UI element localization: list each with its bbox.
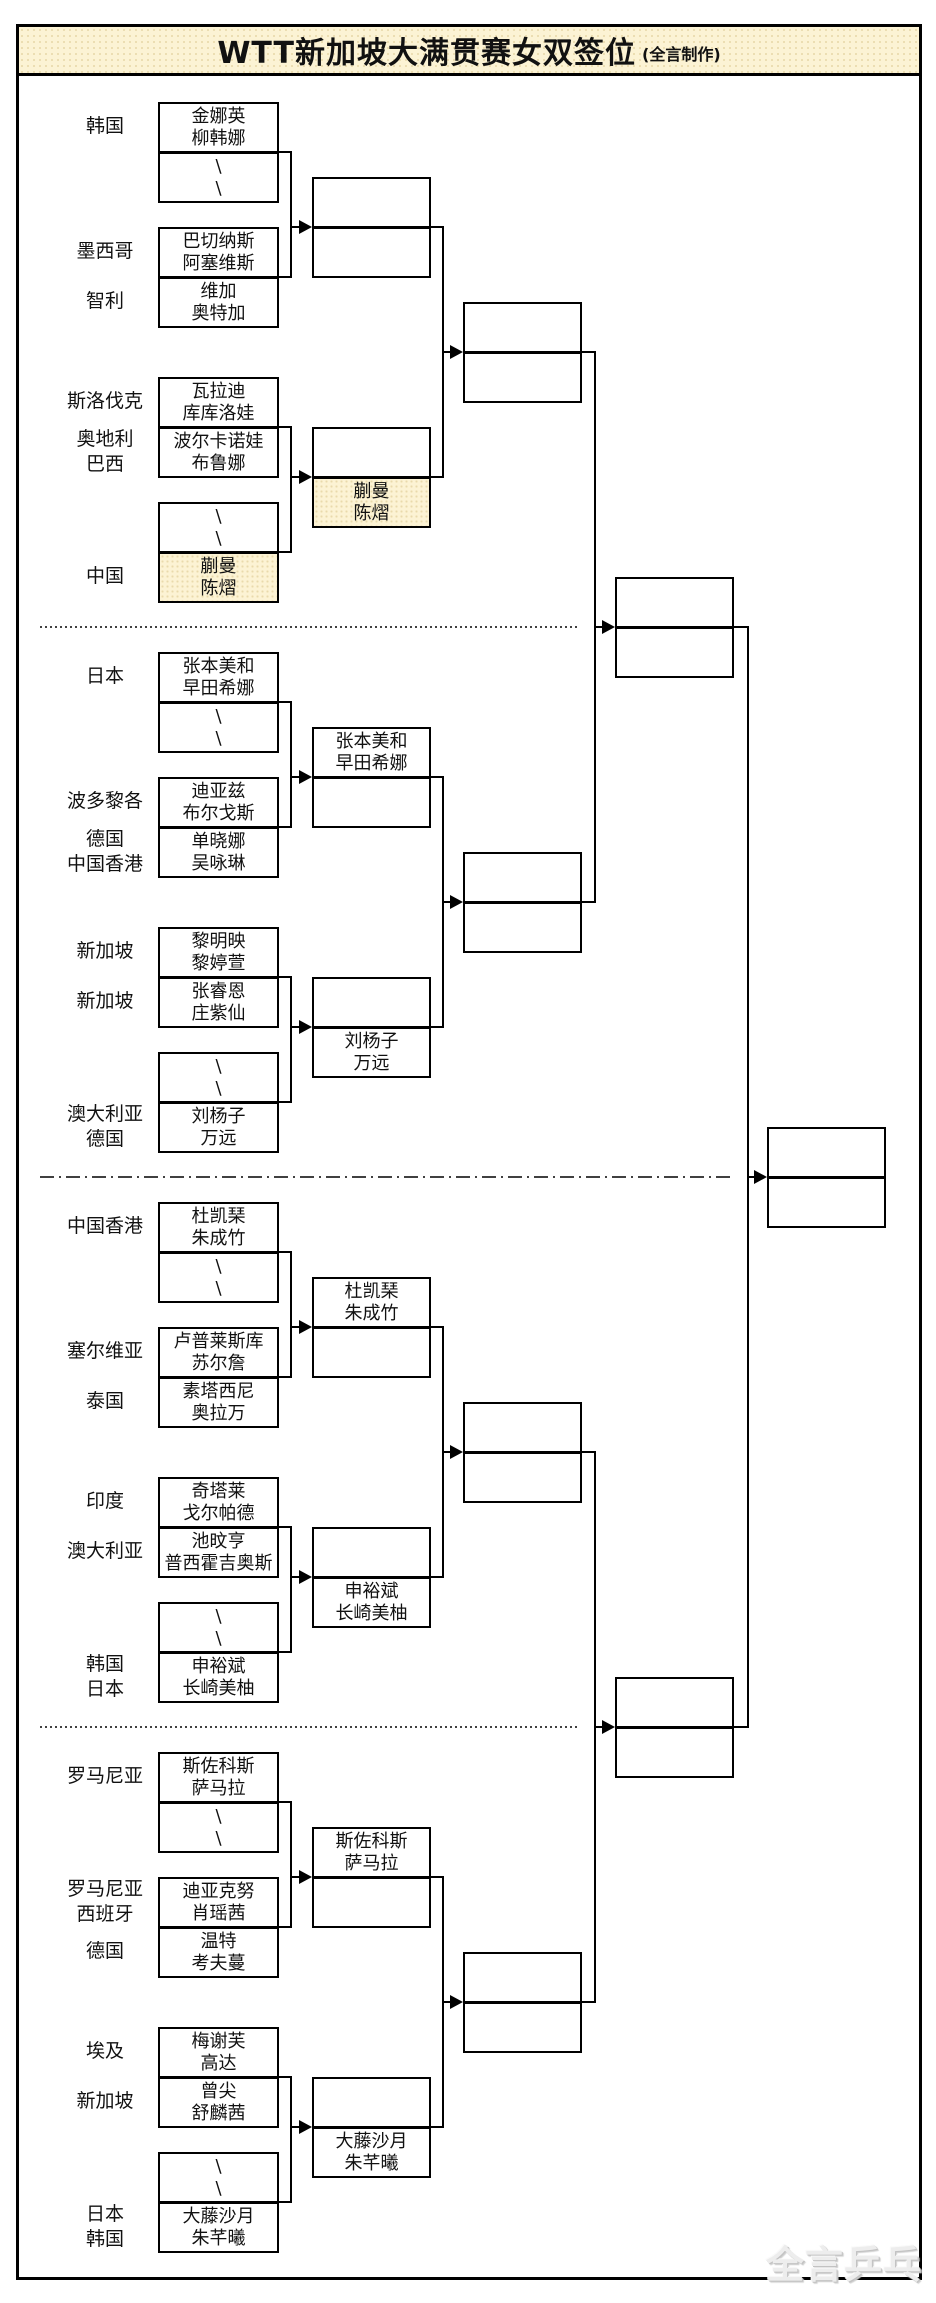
round1-slot-19: 卢普莱斯库苏尔詹	[158, 1327, 279, 1378]
round1-slot-2-bye: \\	[158, 152, 279, 203]
qf-slot-1	[463, 302, 582, 353]
round1-slot-23-bye: \\	[158, 1602, 279, 1653]
round1-slot-1: 金娜英柳韩娜	[158, 102, 279, 153]
round1-slot-16: 刘杨子万远	[158, 1102, 279, 1153]
round1-slot-30: 曾尖舒麟茜	[158, 2077, 279, 2128]
sf-slot-2	[615, 627, 734, 678]
round1-slot-11: 迪亚兹布尔戈斯	[158, 777, 279, 828]
round1-slot-12: 单晓娜吴咏琳	[158, 827, 279, 878]
country-label-10: 新加坡	[76, 940, 134, 962]
country-label-8: 波多黎各	[66, 790, 143, 812]
round2-slot-11	[312, 1527, 431, 1578]
round2-slot-10	[312, 1327, 431, 1378]
country-label-12: 澳大利亚德国	[66, 1103, 143, 1150]
round1-slot-3: 巴切纳斯阿塞维斯	[158, 227, 279, 278]
country-label-17: 澳大利亚	[66, 1540, 143, 1562]
round1-slot-13: 黎明映黎婷萱	[158, 927, 279, 978]
round1-slot-26-bye: \\	[158, 1802, 279, 1853]
country-label-24: 日本韩国	[85, 2203, 124, 2250]
round1-slot-27: 迪亚克努肖瑶茜	[158, 1877, 279, 1928]
round2-slot-5: 张本美和早田希娜	[312, 727, 431, 778]
round1-slot-24: 申裕斌长崎美柚	[158, 1652, 279, 1703]
title-credit: (全言制作)	[642, 45, 721, 64]
watermark: 全言乒乓	[766, 2243, 923, 2287]
country-label-21: 德国	[85, 1940, 124, 1962]
round1-slot-21: 奇塔莱戈尔帕德	[158, 1477, 279, 1528]
qf-slot-8	[463, 2002, 582, 2053]
round1-slot-6: 波尔卡诺娃布鲁娜	[158, 427, 279, 478]
qf-slot-2	[463, 352, 582, 403]
qf-slot-7	[463, 1952, 582, 2003]
country-label-4: 斯洛伐克	[66, 390, 143, 412]
page-title: WTT新加坡大满贯赛女双签位	[217, 36, 637, 71]
round1-slot-31-bye: \\	[158, 2152, 279, 2203]
round1-slot-28: 温特考夫蔓	[158, 1927, 279, 1978]
round1-slot-18-bye: \\	[158, 1252, 279, 1303]
round1-slot-8-highlighted: 蒯曼陈熠	[158, 552, 279, 603]
country-label-5: 奥地利巴西	[76, 428, 134, 475]
final-slot-1	[767, 1127, 886, 1178]
country-label-9: 德国中国香港	[66, 828, 143, 875]
country-label-20: 罗马尼亚西班牙	[66, 1878, 143, 1925]
round1-slot-20: 素塔西尼奥拉万	[158, 1377, 279, 1428]
country-label-3: 智利	[85, 290, 124, 312]
round1-slot-4: 维加奥特加	[158, 277, 279, 328]
round1-slot-7-bye: \\	[158, 502, 279, 553]
round1-slot-10-bye: \\	[158, 702, 279, 753]
round2-slot-12: 申裕斌长崎美柚	[312, 1577, 431, 1628]
qf-slot-4	[463, 902, 582, 953]
round2-slot-15	[312, 2077, 431, 2128]
round1-slot-17: 杜凯琹朱成竹	[158, 1202, 279, 1253]
qf-slot-3	[463, 852, 582, 903]
round2-slot-1	[312, 177, 431, 228]
country-label-11: 新加坡	[76, 990, 134, 1012]
country-label-13: 中国香港	[66, 1215, 143, 1237]
country-label-1: 韩国	[85, 115, 124, 137]
sf-slot-4	[615, 1727, 734, 1778]
country-label-22: 埃及	[85, 2040, 124, 2062]
qf-slot-5	[463, 1402, 582, 1453]
round1-slot-22: 池旼亨普西霍吉奥斯	[158, 1527, 279, 1578]
round1-slot-32: 大藤沙月朱芊曦	[158, 2202, 279, 2253]
country-label-2: 墨西哥	[76, 240, 134, 262]
round2-slot-13: 斯佐科斯萨马拉	[312, 1827, 431, 1878]
country-label-15: 泰国	[85, 1390, 124, 1412]
sf-slot-3	[615, 1677, 734, 1728]
round2-slot-3	[312, 427, 431, 478]
country-label-16: 印度	[85, 1490, 124, 1512]
round1-slot-29: 梅谢芙高达	[158, 2027, 279, 2078]
round1-slot-5: 瓦拉迪库库洛娃	[158, 377, 279, 428]
country-label-6: 中国	[85, 565, 124, 587]
country-label-14: 塞尔维亚	[66, 1340, 143, 1362]
country-label-18: 韩国日本	[85, 1653, 124, 1700]
round2-slot-8: 刘杨子万远	[312, 1027, 431, 1078]
round2-slot-2	[312, 227, 431, 278]
round1-slot-9: 张本美和早田希娜	[158, 652, 279, 703]
round1-slot-25: 斯佐科斯萨马拉	[158, 1752, 279, 1803]
country-label-7: 日本	[85, 665, 124, 687]
sf-slot-1	[615, 577, 734, 628]
round1-slot-15-bye: \\	[158, 1052, 279, 1103]
country-label-19: 罗马尼亚	[66, 1765, 143, 1787]
round2-slot-7	[312, 977, 431, 1028]
title-bar: WTT新加坡大满贯赛女双签位 (全言制作)	[19, 27, 919, 76]
country-label-23: 新加坡	[76, 2090, 134, 2112]
round2-slot-9: 杜凯琹朱成竹	[312, 1277, 431, 1328]
round1-slot-14: 张睿恩庄紫仙	[158, 977, 279, 1028]
final-slot-2	[767, 1177, 886, 1228]
round2-slot-16: 大藤沙月朱芊曦	[312, 2127, 431, 2178]
round2-slot-4-highlighted: 蒯曼陈熠	[312, 477, 431, 528]
qf-slot-6	[463, 1452, 582, 1503]
round2-slot-14	[312, 1877, 431, 1928]
round2-slot-6	[312, 777, 431, 828]
